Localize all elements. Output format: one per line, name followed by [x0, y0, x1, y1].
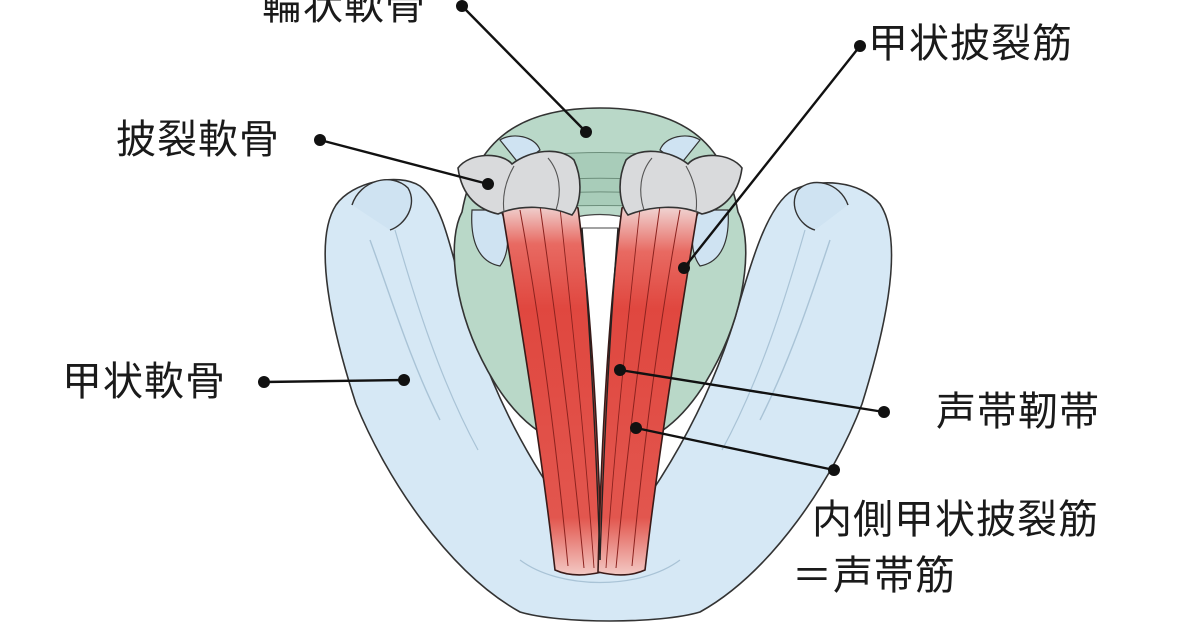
label-thyroid-cartilage: 甲状軟骨 [62, 359, 226, 405]
leader-dots [258, 0, 890, 476]
label-arytenoid-cartilage: 披裂軟骨 [116, 117, 280, 163]
label-vocalis-muscle: ＝声帯筋 [792, 553, 956, 599]
right-arytenoid-cartilage [619, 150, 743, 216]
label-vocal-ligament: 声帯靭帯 [936, 389, 1100, 435]
label-thyroarytenoid-muscle: 甲状披裂筋 [868, 21, 1073, 67]
leader-vocal-ligament [619, 368, 885, 414]
leader-internal-thyroarytenoid [635, 426, 835, 472]
leader-thyroid [263, 378, 405, 384]
leader-thyroarytenoid [683, 45, 861, 269]
leader-arytenoid [319, 138, 489, 186]
left-arytenoid-cartilage [457, 150, 581, 216]
label-internal-thyroarytenoid: 内側甲状披裂筋 [812, 497, 1099, 543]
leader-cricoid [461, 5, 587, 133]
label-cricoid-cartilage: 輪状軟骨 [262, 0, 426, 29]
right-vocalis-muscle [597, 193, 701, 576]
leader-lines [263, 5, 885, 472]
